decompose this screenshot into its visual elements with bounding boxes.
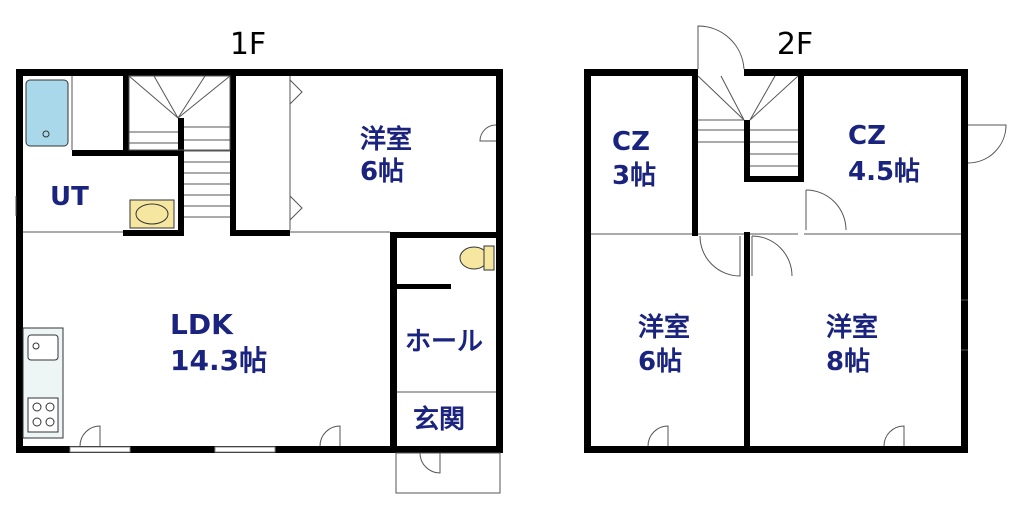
2f-wall-mid: [744, 232, 750, 453]
2f-wall-stair-bottom: [744, 176, 804, 182]
label-2f-yoshitsu-left-size: 6帖: [638, 347, 682, 377]
1f-wall-hall-top: [390, 232, 503, 238]
2f-wall-top-left: [584, 69, 698, 76]
1f-wall-left: [16, 69, 23, 453]
stove-icon: [27, 397, 59, 433]
floor-label-2f: 2F: [777, 27, 813, 62]
1f-wall-top: [16, 69, 503, 76]
sink-icon: [27, 334, 59, 361]
label-2f-cz-right-size: 4.5帖: [848, 157, 920, 187]
label-1f-ldk-size: 14.3帖: [170, 344, 267, 377]
2f-wall-stair-right: [798, 76, 804, 182]
label-1f-ut: UT: [50, 182, 89, 212]
toilet-icon: [459, 245, 495, 271]
label-1f-hall: ホール: [405, 327, 483, 357]
1f-wall-toilet-bottom: [397, 284, 451, 289]
1f-wall-hall-left: [390, 232, 397, 453]
entrance-porch: [395, 452, 501, 494]
label-1f-yoshitsu: 洋室: [360, 124, 412, 155]
1f-wall-closet: [230, 230, 290, 236]
floor-1f: 洋室 6帖 UT LDK 14.3帖 ホール 玄関: [15, 69, 503, 494]
1f-wall-stair-left: [123, 76, 129, 156]
1f-wall-right: [496, 69, 503, 453]
2f-wall-bottom: [584, 446, 968, 453]
label-2f-yoshitsu-right: 洋室: [826, 312, 878, 343]
label-1f-yoshitsu-size: 6帖: [360, 157, 404, 187]
2f-wall-top-right: [744, 69, 968, 76]
2f-wall-left: [584, 69, 591, 453]
floor-2f: CZ 3帖 CZ 4.5帖 洋室 6帖 洋室 8帖: [584, 25, 1007, 453]
bathtub-icon: [25, 79, 69, 147]
1f-wall-stair-right: [230, 76, 236, 236]
label-1f-genkan: 玄関: [413, 404, 465, 435]
floor-label-1f: 1F: [230, 27, 266, 62]
label-2f-yoshitsu-right-size: 8帖: [826, 347, 870, 377]
label-2f-cz-left-size: 3帖: [612, 161, 656, 191]
1f-staircase: [128, 75, 231, 218]
label-2f-yoshitsu-left: 洋室: [638, 312, 690, 343]
2f-wall-stair-mid: [744, 120, 750, 182]
1f-wall-ut-bottom: [123, 230, 184, 236]
2f-staircase: [697, 75, 799, 167]
2f-wall-cz3-right: [692, 76, 698, 236]
label-2f-cz-right: CZ: [848, 121, 886, 151]
1f-wall-ut-right: [178, 118, 184, 236]
2f-wall-right: [961, 69, 968, 453]
label-2f-cz-left: CZ: [612, 127, 650, 157]
label-1f-ldk: LDK: [170, 308, 234, 341]
